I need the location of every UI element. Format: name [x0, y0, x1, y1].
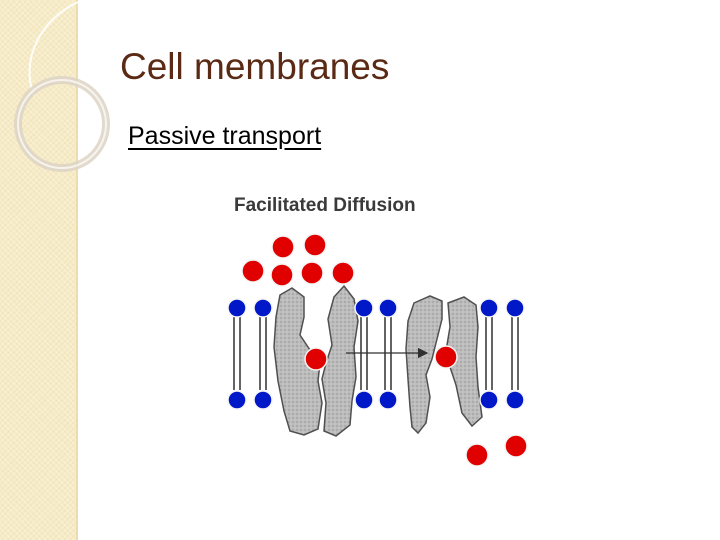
phospholipid-head [378, 298, 398, 318]
phospholipid-head [227, 390, 247, 410]
solute-molecule [303, 233, 327, 257]
solute-molecule [465, 443, 489, 467]
solute-molecules [241, 233, 528, 467]
phospholipid-heads [227, 298, 525, 410]
phospholipid-head [378, 390, 398, 410]
slide-subtitle: Passive transport [128, 122, 322, 150]
phospholipid-head [227, 298, 247, 318]
solute-molecule [241, 259, 265, 283]
phospholipid-head [253, 390, 273, 410]
phospholipid-head [505, 298, 525, 318]
phospholipid-head [479, 390, 499, 410]
solute-molecule [304, 347, 328, 371]
left-decorative-band [0, 0, 110, 540]
phospholipid-head [354, 390, 374, 410]
facilitated-diffusion-diagram: Facilitated Diffusion [227, 195, 528, 467]
channel-protein-right [405, 295, 443, 435]
phospholipid-head [253, 298, 273, 318]
slide-title: Cell membranes [120, 46, 390, 87]
phospholipid-head [505, 390, 525, 410]
lipid-tails [233, 313, 519, 390]
solute-molecule [331, 261, 355, 285]
phospholipid-head [479, 298, 499, 318]
diagram-heading: Facilitated Diffusion [234, 195, 416, 216]
channel-protein-left [273, 287, 323, 436]
phospholipid-head [354, 298, 374, 318]
solute-molecule [270, 263, 294, 287]
solute-molecule [504, 434, 528, 458]
solute-molecule [300, 261, 324, 285]
solute-molecule [434, 345, 458, 369]
swirl-decoration-icon [14, 1, 110, 172]
solute-molecule [271, 235, 295, 259]
